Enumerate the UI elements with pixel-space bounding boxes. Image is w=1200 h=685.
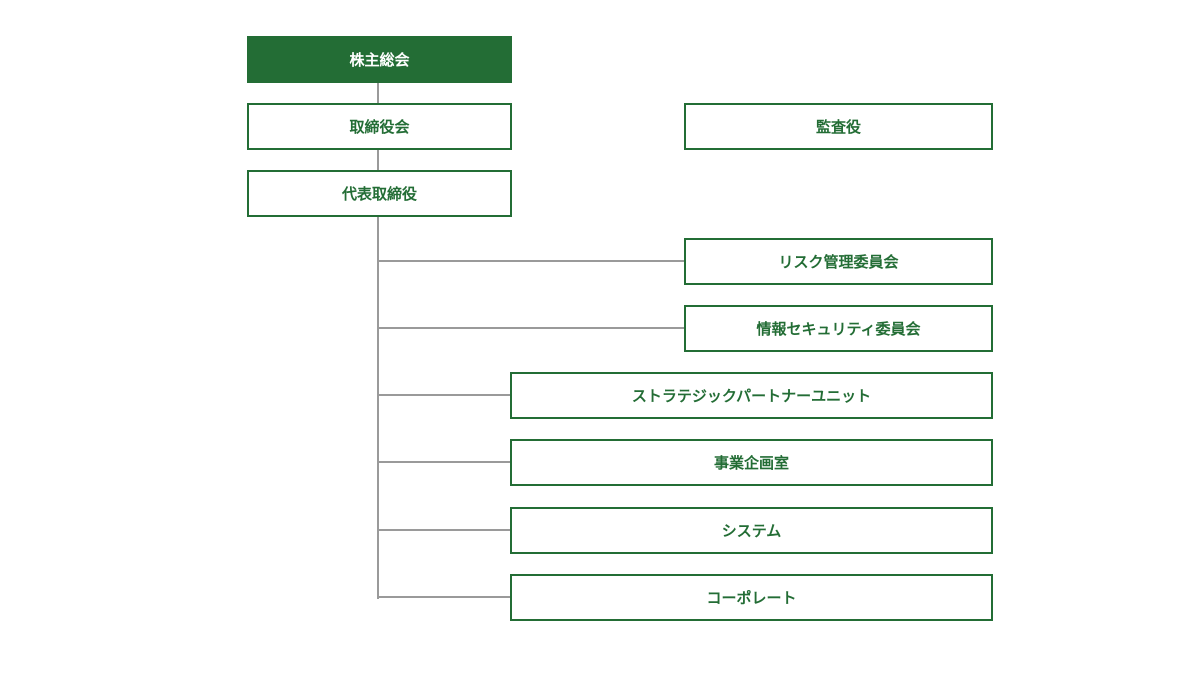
connector-branch-strategic <box>377 394 511 396</box>
connector-trunk <box>377 216 379 599</box>
business-planning-box: 事業企画室 <box>510 439 993 486</box>
shareholders-meeting-box: 株主総会 <box>247 36 512 83</box>
audit-label: 監査役 <box>815 118 861 136</box>
connector-branch-corporate <box>377 596 511 598</box>
business-planning-label: 事業企画室 <box>713 454 789 472</box>
corporate-label: コーポレート <box>706 589 797 607</box>
strategic-partner-unit-box: ストラテジックパートナーユニット <box>510 372 993 419</box>
audit-box: 監査役 <box>684 103 993 150</box>
information-security-committee-label: 情報セキュリティ委員会 <box>756 320 921 338</box>
strategic-partner-unit-label: ストラテジックパートナーユニット <box>631 387 872 405</box>
connector-branch-risk <box>377 260 685 262</box>
corporate-box: コーポレート <box>510 574 993 621</box>
connector-board-representative <box>377 149 379 171</box>
system-label: システム <box>721 522 782 540</box>
risk-management-committee-box: リスク管理委員会 <box>684 238 993 285</box>
information-security-committee-box: 情報セキュリティ委員会 <box>684 305 993 352</box>
representative-director-box: 代表取締役 <box>247 170 512 217</box>
connector-shareholders-board <box>377 82 379 104</box>
system-box: システム <box>510 507 993 554</box>
connector-branch-planning <box>377 461 511 463</box>
risk-management-committee-label: リスク管理委員会 <box>778 253 899 271</box>
shareholders-meeting-label: 株主総会 <box>349 51 410 69</box>
board-of-directors-label: 取締役会 <box>349 118 410 136</box>
connector-branch-security <box>377 327 685 329</box>
board-of-directors-box: 取締役会 <box>247 103 512 150</box>
connector-branch-system <box>377 529 511 531</box>
representative-director-label: 代表取締役 <box>341 185 417 203</box>
